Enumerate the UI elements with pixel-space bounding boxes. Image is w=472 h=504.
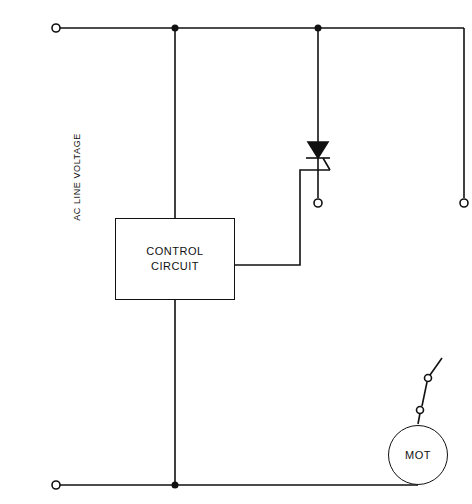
terminal — [52, 481, 60, 489]
bottom-wire — [60, 484, 175, 486]
switch-blade — [430, 358, 442, 375]
box-label: CONTROL CIRCUIT — [124, 240, 226, 278]
junction-dot — [315, 25, 322, 32]
scr-anode-wire — [317, 28, 319, 142]
voltage-label: AC LINE VOLTAGE — [72, 131, 82, 223]
top-wire — [60, 27, 464, 29]
motor-lead — [418, 413, 420, 424]
control-circuit-box: CONTROL CIRCUIT — [115, 218, 235, 300]
switch-contact — [425, 375, 432, 382]
return-wire — [175, 300, 418, 485]
scr-gate-lead — [323, 158, 330, 170]
gate-wire — [235, 170, 330, 265]
terminal — [460, 199, 468, 207]
scr-symbol — [308, 142, 328, 158]
supply-wire — [174, 28, 176, 218]
terminal — [52, 24, 60, 32]
motor-label: MOT — [397, 444, 439, 467]
scr-cathode-wire — [317, 158, 319, 198]
terminal — [314, 199, 322, 207]
switch-contact — [417, 407, 424, 414]
right-wire — [463, 28, 465, 198]
junction-dot — [172, 25, 179, 32]
switch-link — [422, 382, 427, 406]
motor-circle: MOT — [388, 425, 448, 485]
